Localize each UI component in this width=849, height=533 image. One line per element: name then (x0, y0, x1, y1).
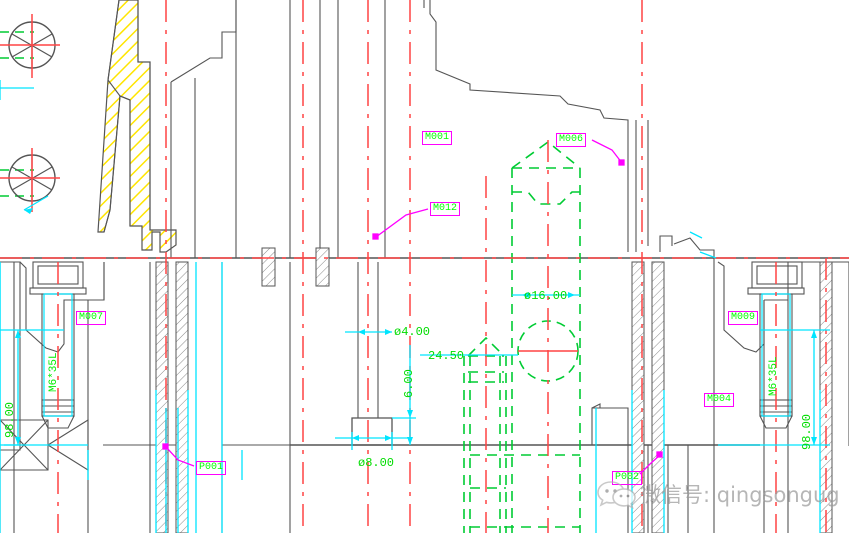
outline-upper-right-step (429, 0, 629, 252)
left-hidden-guides (0, 31, 34, 197)
left-wall-profile (97, 0, 177, 253)
dim-arrow-98-left-bot (15, 437, 21, 445)
leader-cyan-left-upper (23, 195, 49, 211)
dim-arrow-6-top (407, 410, 413, 418)
outline-lower-mid-step (591, 403, 629, 445)
ejector-chamfer-top (511, 140, 581, 169)
dim-arrow-6-bot (407, 437, 413, 445)
part-label-m009[interactable]: M009 (728, 311, 759, 325)
outline-lower-left-cavity (19, 261, 89, 533)
cyan-left-marker (0, 80, 34, 100)
outline-left-e (103, 95, 121, 233)
dim-arrow-d8-right (385, 435, 392, 441)
boss-block (351, 417, 393, 446)
part-label-p002[interactable]: P002 (612, 471, 643, 485)
dimension-d8: ø8.00 (358, 456, 395, 470)
outline-left-d (107, 79, 121, 97)
bushing-highlight-left-inner (165, 408, 179, 533)
dimension-98-left: 98.00 (3, 401, 17, 438)
leader-arrow-left-upper (24, 208, 33, 214)
outline-lower-left-shelf (88, 262, 105, 301)
part-label-m012[interactable]: M012 (430, 202, 461, 216)
dim-arrow-98-right-bot (811, 437, 817, 445)
sprue-bushing-hatch-top (261, 247, 330, 287)
outline-right-notch (659, 235, 673, 252)
outline-lower-left-block (0, 261, 21, 451)
part-label-m007[interactable]: M007 (76, 311, 107, 325)
dim-arrow-98-left-top (15, 330, 21, 338)
bushing-highlight-right (631, 390, 665, 533)
leader-cyan-right-2 (689, 231, 703, 239)
outline-lower-right-edge (788, 261, 849, 446)
dimension-98-right: 98.00 (800, 413, 814, 450)
dim-arrow-98-right-top (811, 330, 817, 338)
upper-cavity-wall-profile (171, 0, 702, 262)
leader-cyan-right (699, 251, 717, 259)
part-label-m001[interactable]: M001 (422, 131, 453, 145)
bolt-spec-right: M6*35L (768, 356, 780, 396)
dimension-24-50: 24.50 (428, 349, 465, 363)
dimension-lines-cyan (0, 80, 830, 533)
dim-arrow-d8-left (352, 435, 359, 441)
bolt-right (747, 261, 805, 429)
part-label-m004[interactable]: M004 (704, 393, 735, 407)
dimension-d16: ø16.00 (524, 289, 568, 303)
outline-left-c (119, 95, 131, 226)
ejector2-chamfer (467, 336, 505, 357)
mold-body-hatched-walls (97, 0, 702, 262)
part-label-p001[interactable]: P001 (196, 461, 227, 475)
bolt-tip-left (41, 415, 75, 429)
dim-arrow-d4-right (385, 329, 392, 335)
dim-arrow-d4-left (358, 329, 365, 335)
bolt-spec-left: M6*35L (48, 352, 60, 392)
dim-arrow-d16-left (522, 292, 529, 298)
bolt-socket-right (756, 265, 798, 285)
part-label-m006[interactable]: M006 (556, 133, 587, 147)
dimension-6-00: 6.00 (402, 369, 416, 398)
bolt-tip-right (759, 415, 793, 429)
outline-right-slope (673, 237, 715, 258)
dim-d8-ext (351, 432, 393, 450)
guide-bushing-hatch-left (155, 261, 189, 533)
ejector-line-192 (512, 191, 580, 205)
outline-left-a (107, 0, 120, 81)
dim-arrow-d16-right (568, 292, 575, 298)
outline-left-b (137, 0, 151, 230)
dimension-d4: ø4.00 (394, 325, 431, 339)
